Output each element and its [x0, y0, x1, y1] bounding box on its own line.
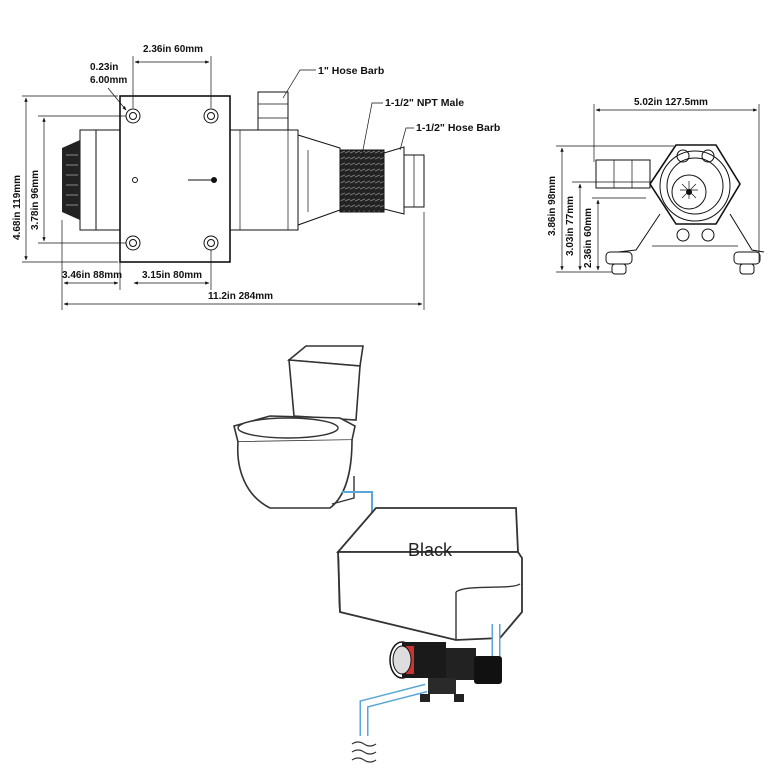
dim-end-width: 5.02in 127.5mm [634, 97, 708, 108]
macerator-pump [389, 641, 502, 702]
dim-height-inner: 3.78in 96mm [30, 170, 41, 230]
tank-label: Black [408, 540, 453, 560]
hose-barb-large-label: 1-1/2" Hose Barb [416, 122, 500, 134]
dim-end-h1: 3.86in 98mm [547, 176, 558, 236]
npt-male-label: 1-1/2" NPT Male [385, 97, 464, 109]
dim-top-label: 2.36in 60mm [143, 44, 203, 55]
end-flange [649, 144, 741, 225]
hose-barb-small [257, 91, 289, 131]
left-foot [605, 251, 633, 265]
impeller-housing [659, 150, 731, 222]
outlet-taper [297, 134, 341, 226]
holding-tank: Black [336, 507, 523, 641]
dim-bottom-mid: 3.15in 80mm [142, 270, 202, 281]
pump-end-view: 5.02in 127.5mm 3.86in 98mm 3.03in 77mm [547, 97, 765, 275]
right-foot [733, 251, 761, 265]
motor-end [79, 129, 121, 231]
dim-end-h3: 2.36in 60mm [583, 208, 594, 268]
motor-cap [62, 140, 80, 220]
dim-height-outer: 4.68in 119mm [12, 175, 23, 240]
end-hose-barb [595, 159, 651, 189]
hose-barb-large [383, 146, 405, 215]
npt-thread [339, 149, 385, 213]
installation-diagram: Black [233, 345, 523, 763]
mounting-bolts [125, 108, 219, 251]
dim-bottom-left: 3.46in 88mm [62, 270, 122, 281]
dim-total-length: 11.2in 284mm [208, 291, 273, 302]
pump-side-view: 2.36in 60mm 0.23in 6.00mm 1" Hose Barb 1… [12, 44, 500, 310]
dim-bolt-in: 0.23in [90, 62, 118, 73]
water-waves [351, 741, 377, 763]
hose-barb-small-label: 1" Hose Barb [318, 65, 384, 77]
toilet [233, 345, 364, 509]
dim-end-h2: 3.03in 77mm [565, 196, 576, 256]
dim-bolt-mm: 6.00mm [90, 75, 127, 86]
